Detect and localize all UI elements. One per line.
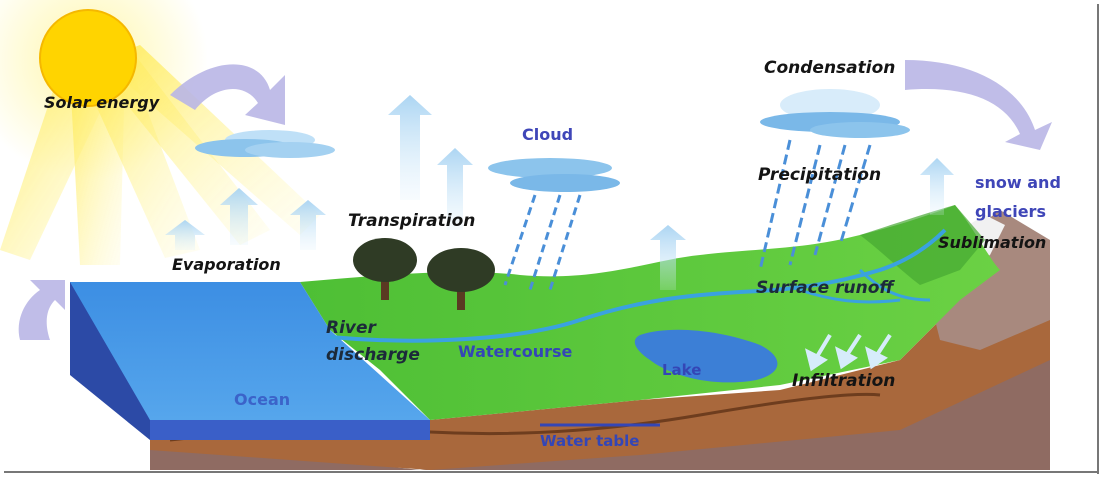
ocean-side xyxy=(70,282,150,440)
label-precipitation: Precipitation xyxy=(758,165,881,185)
label-transpiration: Transpiration xyxy=(348,211,475,231)
vapor-arrows xyxy=(165,95,954,290)
label-lake: Lake xyxy=(662,361,701,379)
ocean-top xyxy=(70,282,430,420)
tree-right xyxy=(427,248,495,310)
ocean-front xyxy=(150,420,430,440)
sun-rays xyxy=(0,45,320,265)
cloud-middle xyxy=(488,158,620,192)
label-glaciers: glaciers xyxy=(975,202,1046,221)
infiltration-arrows xyxy=(805,333,892,372)
label-ocean: Ocean xyxy=(234,390,290,409)
land-surface xyxy=(300,205,1000,420)
label-infiltration: Infiltration xyxy=(792,371,895,391)
label-evaporation: Evaporation xyxy=(172,255,281,274)
cloud-left xyxy=(195,130,335,158)
label-watercourse: Watercourse xyxy=(458,342,573,361)
hill-shade xyxy=(860,205,985,285)
label-surface-runoff: Surface runoff xyxy=(756,278,895,298)
label-solar-energy: Solar energy xyxy=(44,93,160,112)
rain-middle xyxy=(503,194,582,291)
label-water-table: Water table xyxy=(540,432,639,450)
cycle-arrow-top-left xyxy=(170,64,285,125)
watercourse-river xyxy=(329,228,947,343)
surface-runoff-stream xyxy=(799,288,901,304)
label-river: River xyxy=(326,318,378,338)
cycle-arrow-left xyxy=(18,280,65,340)
label-discharge: discharge xyxy=(326,345,420,365)
sun xyxy=(39,9,137,107)
cycle-arrow-top-right xyxy=(905,60,1052,150)
tree-left xyxy=(353,238,417,300)
label-cloud: Cloud xyxy=(522,125,573,144)
label-snow-and: snow and xyxy=(975,173,1061,192)
rain-right xyxy=(758,139,872,271)
cloud-right xyxy=(760,89,910,138)
label-condensation: Condensation xyxy=(764,58,895,78)
surface-runoff-stream-2 xyxy=(858,268,931,302)
lake xyxy=(634,329,778,383)
label-sublimation: Sublimation xyxy=(938,233,1046,252)
